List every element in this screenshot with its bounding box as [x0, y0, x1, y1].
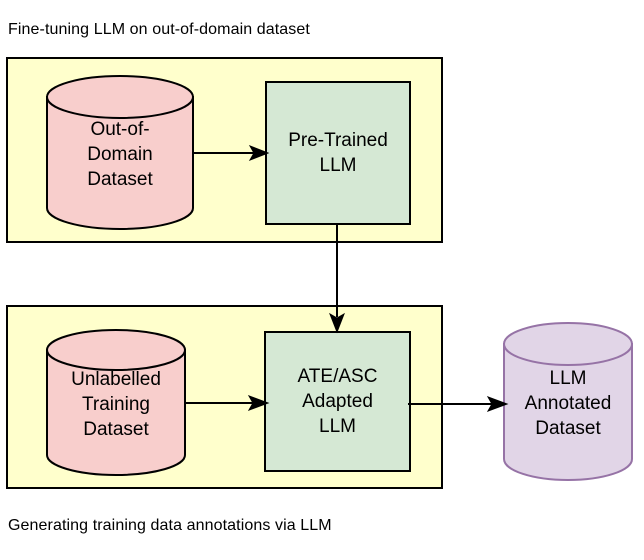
- node-out-of-domain-dataset[interactable]: Out-of- Domain Dataset: [46, 75, 194, 230]
- diagram-title-top: Fine-tuning LLM on out-of-domain dataset: [8, 21, 310, 38]
- node-label-out-of-domain-dataset: Out-of- Domain Dataset: [87, 119, 153, 190]
- node-llm-annotated-dataset[interactable]: LLM Annotated Dataset: [503, 322, 633, 481]
- database-cylinder-icon: [503, 322, 633, 481]
- node-unlabelled-training-dataset[interactable]: Unlabelled Training Dataset: [46, 329, 186, 476]
- database-cylinder-icon: [46, 329, 186, 476]
- node-label-ate-asc-adapted-llm: ATE/ASC Adapted LLM: [297, 366, 378, 437]
- node-label-llm-annotated-dataset: LLM Annotated Dataset: [524, 368, 612, 439]
- node-label-unlabelled-training-dataset: Unlabelled Training Dataset: [71, 369, 161, 440]
- diagram-title-bottom: Generating training data annotations via…: [8, 517, 332, 534]
- node-ate-asc-adapted-llm[interactable]: ATE/ASC Adapted LLM: [264, 331, 411, 472]
- node-pre-trained-llm[interactable]: Pre-Trained LLM: [265, 81, 411, 225]
- database-cylinder-icon: [46, 75, 194, 230]
- node-label-pre-trained-llm: Pre-Trained LLM: [288, 130, 388, 176]
